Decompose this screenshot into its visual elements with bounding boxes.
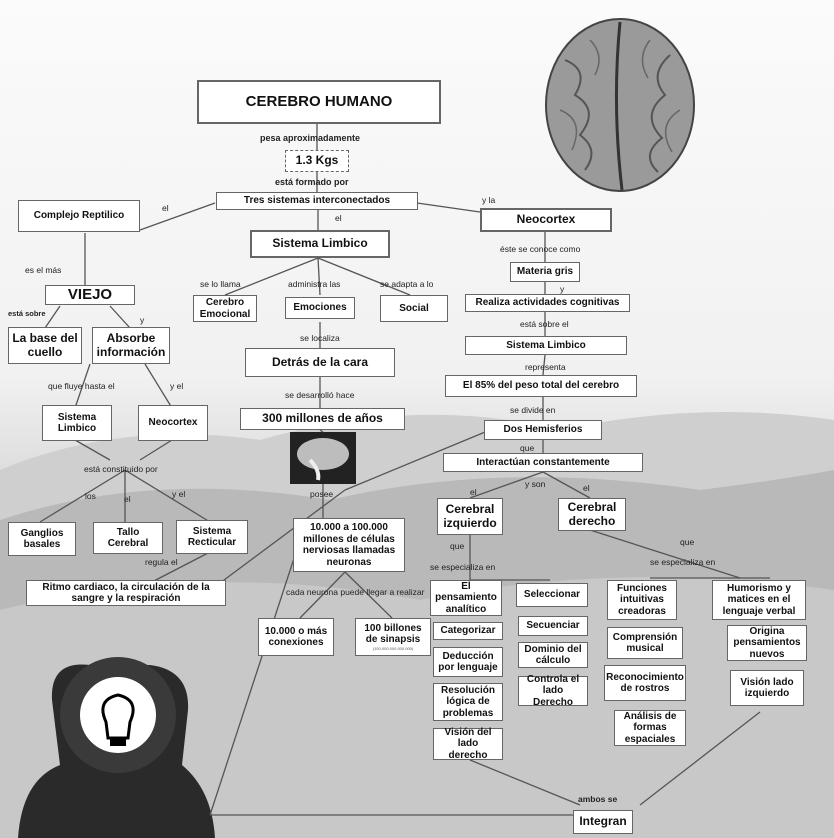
esta-sobre-label: está sobre xyxy=(8,309,46,318)
sinapsis-box: 100 billones de sinapsis (100.000.000.00… xyxy=(355,618,431,656)
analisis-formas-box: Análisis de formas espaciales xyxy=(614,710,686,746)
weight-box: 1.3 Kgs xyxy=(285,150,349,172)
hemisferios-box: Dos Hemisferios xyxy=(484,420,602,440)
ritmo-box: Ritmo cardiaco, la circulación de la san… xyxy=(26,580,226,606)
los-label: los xyxy=(85,491,96,501)
limbico-small-box: Sistema Limbico xyxy=(42,405,112,441)
limbic-system-box: Sistema Limbico xyxy=(250,230,390,258)
el-label: el xyxy=(124,494,131,504)
neo-limbico-box: Sistema Limbico xyxy=(465,336,627,355)
integran-box: Integran xyxy=(573,810,633,834)
constituido-label: está constituido por xyxy=(84,464,158,474)
weight-label: pesa aproximadamente xyxy=(260,133,361,143)
conexiones-text: 10.000 o más conexiones xyxy=(264,625,328,649)
conoce-label: éste se conoce como xyxy=(500,244,581,254)
pensamiento-analitico-box: El pensamiento analítico xyxy=(430,580,502,616)
neocortex-box: Neocortex xyxy=(480,208,612,232)
der-especializa-label: se especializa en xyxy=(650,557,716,567)
der-que-label: que xyxy=(680,537,695,547)
reptil-y-label: y xyxy=(140,315,145,325)
viejo-box: VIEJO xyxy=(45,285,135,305)
sinapsis-text: 100 billones de sinapsis xyxy=(364,622,422,646)
categorizar-box: Categorizar xyxy=(433,622,503,640)
tallo-box: Tallo Cerebral xyxy=(93,522,163,554)
y-son-label: y son xyxy=(525,479,546,489)
se-llama-label: se lo llama xyxy=(200,279,241,289)
neo-y-label: y xyxy=(560,284,565,294)
neo-el-left: el xyxy=(470,487,477,497)
desarrollo-label: se desarrolló hace xyxy=(285,390,355,400)
ambos-label: ambos se xyxy=(578,794,618,804)
izq-que-label: que xyxy=(450,541,465,551)
dominio-calculo-box: Dominio del cálculo xyxy=(518,642,588,668)
comprension-musical-box: Comprensión musical xyxy=(607,627,683,659)
absorbe-box: Absorbe información xyxy=(92,327,170,364)
cerebro-emocional-box: Cerebro Emocional xyxy=(193,295,257,322)
materia-gris-box: Materia gris xyxy=(510,262,580,282)
three-systems-box: Tres sistemas interconectados xyxy=(216,192,418,210)
funciones-intuitivas-box: Funciones intuitivas creadoras xyxy=(607,580,677,620)
cada-neurona-label: cada neurona puede llegar a realizar xyxy=(286,587,425,597)
neo-el-right: el xyxy=(583,483,590,493)
social-box: Social xyxy=(380,295,448,322)
y-el-label: y el xyxy=(170,381,184,391)
resolucion-box: Resolución lógica de problemas xyxy=(433,683,503,721)
neo-que-label: que xyxy=(520,443,535,453)
neuronas-box: 10.000 a 100.000 millones de células ner… xyxy=(293,518,405,572)
reticular-box: Sistema Recticular xyxy=(176,520,248,554)
localiza-label: se localiza xyxy=(300,333,340,343)
izq-especializa-label: se especializa en xyxy=(430,562,496,572)
interactuan-box: Interactúan constantemente xyxy=(443,453,643,472)
seleccionar-box: Seleccionar xyxy=(516,583,588,607)
fluye-label: que fluye hasta el xyxy=(48,381,115,391)
link-el-mid: el xyxy=(335,213,342,223)
y-el2-label: y el xyxy=(172,489,186,499)
vision-izquierdo-box: Visión lado izquierdo xyxy=(730,670,804,706)
cerebral-derecho-box: Cerebral derecho xyxy=(558,498,626,531)
posee-label: posee xyxy=(310,489,334,499)
representa-label: representa xyxy=(525,362,566,372)
brain-top-icon xyxy=(545,18,695,192)
millones-box: 300 millones de años xyxy=(240,408,405,430)
reconocimiento-box: Reconocimiento de rostros xyxy=(604,665,686,701)
page-title: CEREBRO HUMANO xyxy=(197,80,441,124)
sobre-label: está sobre el xyxy=(520,319,569,329)
origina-box: Origina pensamientos nuevos xyxy=(727,625,807,661)
deduccion-box: Deducción por lenguaje xyxy=(433,647,503,677)
base-cuello-box: La base del cuello xyxy=(8,327,82,364)
reptil-es-mas-label: es el más xyxy=(25,265,62,275)
head-with-lightbulb-icon xyxy=(18,657,215,838)
conexiones-box: 10.000 o más conexiones xyxy=(258,618,334,656)
cerebral-izquierdo-box: Cerebral izquierdo xyxy=(437,498,503,535)
peso-box: El 85% del peso total del cerebro xyxy=(445,375,637,397)
divide-label: se divide en xyxy=(510,405,556,415)
brain-side-icon xyxy=(290,432,356,484)
link-el-left: el xyxy=(162,203,169,213)
adapta-label: se adapta a lo xyxy=(380,279,434,289)
humorismo-box: Humorismo y matices en el lenguaje verba… xyxy=(712,580,806,620)
controla-derecho-box: Controla el lado Derecho xyxy=(518,674,588,708)
administra-label: administra las xyxy=(288,279,341,289)
formed-label: está formado por xyxy=(275,177,349,187)
emociones-box: Emociones xyxy=(285,297,355,319)
neocortex-small-box: Neocortex xyxy=(138,405,208,441)
sinapsis-number: (100.000.000.000.000) xyxy=(372,645,414,651)
regula-label: regula el xyxy=(145,557,178,567)
reptilian-complex-box: Complejo Reptilico xyxy=(18,200,140,232)
vision-derecho-box: Visión del lado derecho xyxy=(433,727,503,761)
ganglios-box: Ganglios basales xyxy=(8,522,76,556)
realiza-box: Realiza actividades cognitivas xyxy=(465,294,630,312)
secuenciar-box: Secuenciar xyxy=(518,616,588,636)
link-y-la: y la xyxy=(482,195,496,205)
detras-cara-box: Detrás de la cara xyxy=(245,348,395,377)
